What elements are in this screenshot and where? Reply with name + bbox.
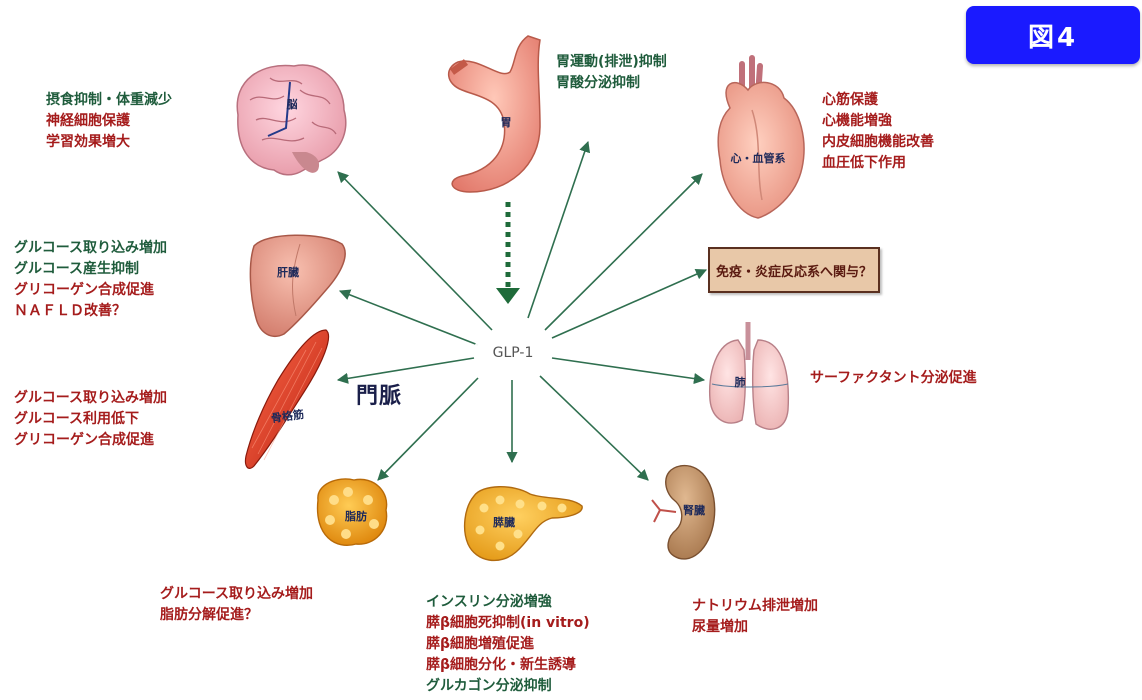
effect-item: グリコーゲン合成促進 xyxy=(14,430,167,451)
effect-item: グルコース産生抑制 xyxy=(14,259,167,280)
effect-item: 脂肪分解促進？ xyxy=(160,605,313,626)
stomach-label: 胃 xyxy=(501,116,512,129)
effect-item: 胃酸分泌抑制 xyxy=(556,73,667,94)
lung-illustration: 肺 xyxy=(710,322,789,429)
effect-item: 学習効果増大 xyxy=(46,132,172,153)
effect-item: グルコース取り込み増加 xyxy=(14,238,167,259)
effect-item: グリコーゲン合成促進 xyxy=(14,280,167,301)
effect-item: 神経細胞保護 xyxy=(46,111,172,132)
effect-item: グルコース利用低下 xyxy=(14,409,167,430)
effect-item: グルコース取り込み増加 xyxy=(14,388,167,409)
effect-item: 心機能増強 xyxy=(822,111,934,132)
lung-effects: サーファクタント分泌促進 xyxy=(810,368,977,389)
effect-item: 摂食抑制・体重減少 xyxy=(46,90,172,111)
kidney-label: 腎臓 xyxy=(683,503,705,517)
arrow-to-stomach-effects xyxy=(528,142,588,318)
arrows xyxy=(338,142,706,480)
arrow-to-lung xyxy=(552,358,704,380)
immune-inflammation-box: 免疫・炎症反応系へ関与？ xyxy=(708,247,880,293)
arrow-to-liver xyxy=(340,291,478,345)
muscle-illustration: 骨格筋 xyxy=(245,330,328,468)
effect-item: サーファクタント分泌促進 xyxy=(810,368,977,389)
effect-item: インスリン分泌増強 xyxy=(426,592,590,613)
stomach-illustration: 胃 xyxy=(449,36,540,192)
effect-item: 尿量増加 xyxy=(692,617,818,638)
portal-vein-label: 門脈 xyxy=(356,378,402,410)
effect-item: ナトリウム排泄増加 xyxy=(692,596,818,617)
arrow-to-muscle xyxy=(338,358,474,380)
effect-item: 血圧低下作用 xyxy=(822,153,934,174)
fat-illustration: 脂肪 xyxy=(318,479,387,545)
arrow-to-immune xyxy=(552,270,706,338)
heart-illustration: 心・血管系 xyxy=(718,58,804,218)
arrow-to-brain xyxy=(338,172,492,330)
figure-label-badge: 図4 xyxy=(966,6,1140,64)
effect-item: 膵β細胞増殖促進 xyxy=(426,634,590,655)
kidney-effects: ナトリウム排泄増加 尿量増加 xyxy=(692,596,818,638)
brain-effects: 摂食抑制・体重減少 神経細胞保護 学習効果増大 xyxy=(46,90,172,153)
lung-label: 肺 xyxy=(735,375,746,389)
glp1-label: GLP-1 xyxy=(493,345,534,361)
heart-label: 心・血管系 xyxy=(731,151,786,165)
muscle-effects: グルコース取り込み増加 グルコース利用低下 グリコーゲン合成促進 xyxy=(14,388,167,451)
brain-illustration: 脳 xyxy=(237,65,346,175)
stomach-dotted-arrow xyxy=(496,202,520,304)
heart-effects: 心筋保護 心機能増強 内皮細胞機能改善 血圧低下作用 xyxy=(822,90,934,174)
kidney-illustration: 腎臓 xyxy=(652,466,715,559)
pancreas-illustration: 膵臓 xyxy=(465,487,583,561)
brain-label: 脳 xyxy=(287,98,298,111)
pancreas-effects: インスリン分泌増強 膵β細胞死抑制(in vitro) 膵β細胞増殖促進 膵β細… xyxy=(426,592,590,697)
pancreas-label: 膵臓 xyxy=(493,515,515,529)
effect-item: 胃運動(排泄)抑制 xyxy=(556,52,667,73)
liver-label: 肝臓 xyxy=(277,265,299,279)
effect-item: グルカゴン分泌抑制 xyxy=(426,676,590,697)
effect-item: 内皮細胞機能改善 xyxy=(822,132,934,153)
stomach-effects: 胃運動(排泄)抑制 胃酸分泌抑制 xyxy=(556,52,667,94)
effect-item: 膵β細胞死抑制(in vitro) xyxy=(426,613,590,634)
fat-effects: グルコース取り込み増加 脂肪分解促進？ xyxy=(160,584,313,626)
liver-illustration: 肝臓 xyxy=(250,235,345,336)
fat-label: 脂肪 xyxy=(344,509,367,523)
effect-item: グルコース取り込み増加 xyxy=(160,584,313,605)
effect-item: 心筋保護 xyxy=(822,90,934,111)
liver-effects: グルコース取り込み増加 グルコース産生抑制 グリコーゲン合成促進 ＮＡＦＬＤ改善… xyxy=(14,238,167,322)
effect-item: ＮＡＦＬＤ改善？ xyxy=(14,301,167,322)
effect-item: 膵β細胞分化・新生誘導 xyxy=(426,655,590,676)
arrow-to-kidney xyxy=(540,376,648,480)
